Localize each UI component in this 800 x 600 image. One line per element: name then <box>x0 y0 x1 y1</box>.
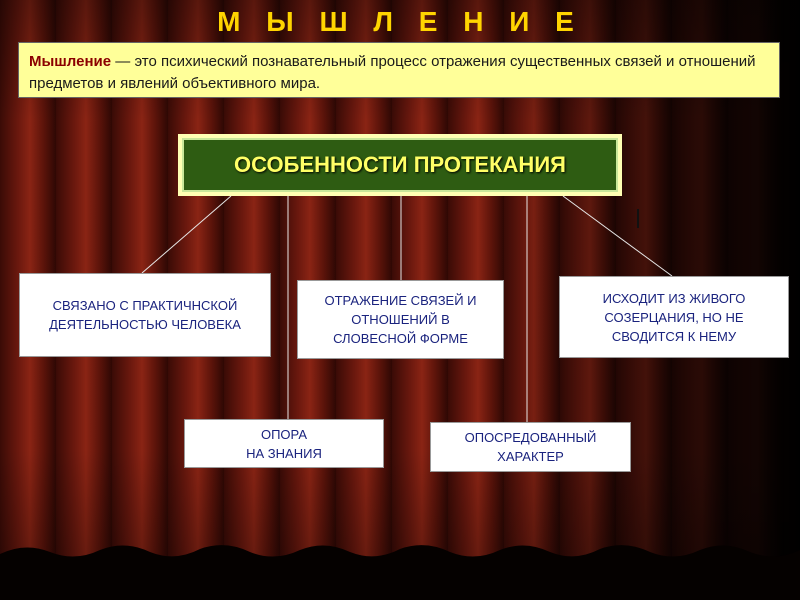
connector-line <box>141 195 232 274</box>
definition-text: — это психический познавательный процесс… <box>29 53 756 92</box>
center-node-label: ОСОБЕННОСТИ ПРОТЕКАНИЯ <box>182 138 618 192</box>
feature-box-practical: СВЯЗАНО С ПРАКТИЧНСКОЙ ДЕЯТЕЛЬНОСТЬЮ ЧЕЛ… <box>19 273 271 357</box>
feature-box-verbal: ОТРАЖЕНИЕ СВЯЗЕЙ И ОТНОШЕНИЙ В СЛОВЕСНОЙ… <box>297 280 504 359</box>
feature-box-knowledge: ОПОРА НА ЗНАНИЯ <box>184 419 384 468</box>
slide-title: М Ы Ш Л Е Н И Е <box>217 6 583 37</box>
connector-line <box>562 195 673 277</box>
definition-box: Мышление — это психический познавательны… <box>18 42 780 98</box>
decorative-mark <box>637 209 639 228</box>
center-node: ОСОБЕННОСТИ ПРОТЕКАНИЯ <box>178 134 622 196</box>
feature-box-contemplation: ИСХОДИТ ИЗ ЖИВОГО СОЗЕРЦАНИЯ, НО НЕ СВОД… <box>559 276 789 358</box>
definition-term: Мышление <box>29 53 112 70</box>
stage-floor <box>0 545 800 600</box>
feature-box-mediated: ОПОСРЕДОВАННЫЙ ХАРАКТЕР <box>430 422 631 472</box>
